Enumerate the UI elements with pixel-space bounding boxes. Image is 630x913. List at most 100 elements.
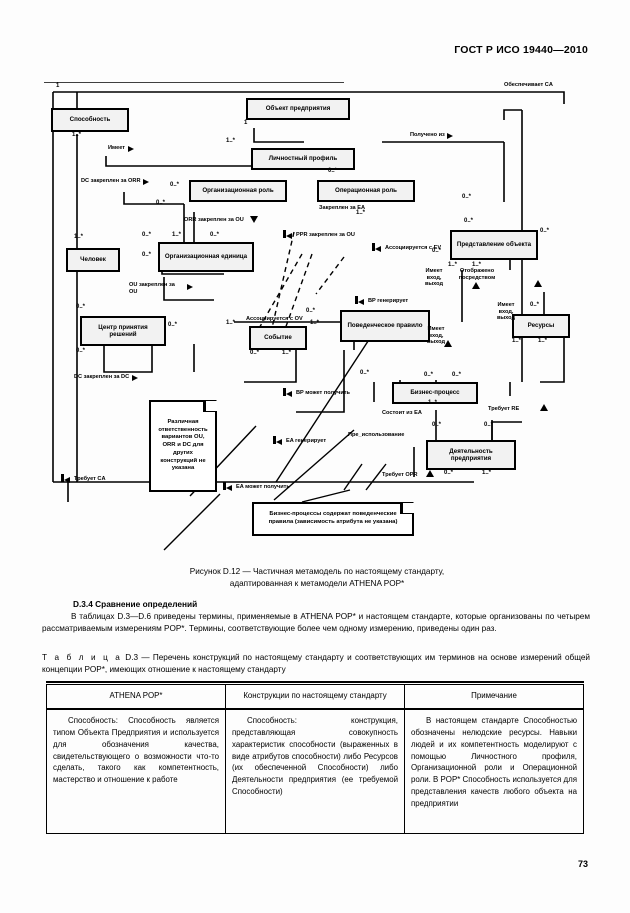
multiplicity-event-right: 1..* xyxy=(310,320,320,326)
diagram-box-behaviour-rule: Поведенческое правило xyxy=(340,310,430,342)
diagram-label-has-io-2: Имеет вход, выход xyxy=(426,326,446,346)
diagram-box-object-view: Представление объекта xyxy=(450,230,538,260)
multiplicity-or-left: 0..* xyxy=(170,182,180,188)
multiplicity-event-bottom-b: 1..* xyxy=(282,350,292,356)
arrow-right-dc-dc xyxy=(132,375,139,381)
diagram-label-displayed-via: Отображено посредством xyxy=(458,268,496,281)
arrow-left-associated-ev xyxy=(375,246,381,252)
diagram-label-bp-may-receive: BP может получить xyxy=(296,390,350,396)
arrow-left-ppr-ou xyxy=(286,233,292,239)
diagram-box-enterprise-activity: Деятельность предприятия xyxy=(426,440,516,470)
multiplicity-ou-b: 1..* xyxy=(172,232,182,238)
bar-marker-bp-generates xyxy=(355,296,358,304)
diagram-label-orr-assigned-ou: ORR закреплен за OU xyxy=(184,217,244,223)
multiplicity-person-top: 1..* xyxy=(74,234,84,240)
arrow-left-bp-generates xyxy=(358,299,364,305)
triangle-marker-resources-a xyxy=(444,340,452,347)
diagram-box-enterprise-object: Объект предприятия xyxy=(246,98,350,120)
bar-marker-requires-ca xyxy=(61,474,64,482)
multiplicity-ov-bottom-b: 1..* xyxy=(472,262,482,268)
table-top-rule xyxy=(46,681,584,683)
multiplicity-ou-a: 0..* xyxy=(142,232,152,238)
section-paragraph: В таблицах D.3—D.6 приведены термины, пр… xyxy=(42,612,590,634)
diagram-label-requires-re: Требует RE xyxy=(488,406,520,412)
multiplicity-res-bottom-a: 1..* xyxy=(512,338,522,344)
diagram-label-has-io-3: Имеет вход, выход xyxy=(496,302,516,322)
diagram-box-capability: Способность xyxy=(51,108,129,132)
multiplicity-ou-c: 0..* xyxy=(210,232,220,238)
multiplicity-ov-left: 0..* xyxy=(432,248,442,254)
triangle-marker-requires-re xyxy=(540,404,548,411)
figure-caption-line1: Рисунок D.12 — Частичная метамодель по н… xyxy=(189,567,445,576)
bar-marker-ppr-ou xyxy=(283,230,286,238)
document-standard-header: ГОСТ Р ИСО 19440—2010 xyxy=(454,44,588,56)
diagram-box-resources: Ресурсы xyxy=(512,314,570,338)
arrow-right-derived-from xyxy=(446,133,453,139)
figure-caption: Рисунок D.12 — Частичная метамодель по н… xyxy=(44,566,590,590)
table-row: Способность: Способность является типом … xyxy=(46,708,584,834)
diagram-label-bp-generates: BP генерирует xyxy=(368,298,409,304)
diagram-label-derived-from: Получено из xyxy=(410,132,453,139)
figure-caption-line2: адаптированная к метамодели ATHENA POP* xyxy=(229,578,405,588)
multiplicity-dc-bottom: 0..* xyxy=(76,348,86,354)
multiplicity-ov-top: 0..* xyxy=(464,218,474,224)
arrow-right-has xyxy=(128,146,135,152)
diagram-box-operational-role: Операционная роль xyxy=(317,180,415,202)
table-caption-label: Т а б л и ц а xyxy=(42,653,122,662)
diagram-note-business-process: Бизнес-процессы содержат поведенческие п… xyxy=(252,502,414,536)
diagram-label-associated-ov: Ассоциируется с OV xyxy=(246,316,303,322)
multiplicity-pp-left: 1..* xyxy=(226,138,236,144)
triangle-marker-object-view-a xyxy=(472,282,480,289)
diagram-label-has: Имеет xyxy=(108,145,135,152)
diagram-label-associated-ev: Ассоциируется с EV xyxy=(385,245,442,251)
multiplicity-capability-bottom: 1..* xyxy=(72,132,82,138)
arrow-left-bp-may-receive xyxy=(286,391,292,397)
multiplicity-ov-bottom-a: 1..* xyxy=(448,262,458,268)
multiplicity-bp-left: 0..* xyxy=(360,370,370,376)
table-header-athena-pop: ATHENA POP* xyxy=(46,684,226,710)
diagram-label-ea-generates: EA генерирует xyxy=(286,438,327,444)
diagram-label-ou-assigned-ou: OU закреплен за OU xyxy=(129,282,175,295)
multiplicity-event-left: 1..* xyxy=(226,320,236,326)
diagram-box-business-process: Бизнес-процесс xyxy=(392,382,478,404)
multiplicity-consists-ea: 1..* xyxy=(428,400,438,406)
multiplicity-capability-top: 1 xyxy=(56,83,60,89)
multiplicity-dc-top: 0..* xyxy=(76,304,86,310)
diagram-label-dc-assigned-dc: DC закреплен за DC xyxy=(74,374,139,381)
section-heading: D.3.4 Сравнение определений xyxy=(73,599,198,609)
note-corner-fold xyxy=(203,401,216,412)
diagram-label-provides-ca: Обеспечивает CA xyxy=(504,82,553,88)
bar-marker-associated-ev xyxy=(372,243,375,251)
multiplicity-eo-right: 1..* xyxy=(356,210,366,216)
multiplicity-or-left2: 0..* xyxy=(156,200,166,206)
multiplicity-ou-d: 0..* xyxy=(142,252,152,258)
arrow-right-dc-orr xyxy=(143,179,150,185)
diagram-box-organisational-role: Организационная роль xyxy=(189,180,287,202)
triangle-marker-requires-opr xyxy=(426,470,434,477)
diagram-label-has-io-1: Имеет вход, выход xyxy=(424,268,444,288)
table-cell-note: В настоящем стандарте Способностью обозн… xyxy=(404,708,584,834)
diagram-box-event: Событие xyxy=(249,326,307,350)
table-caption-number: D.3 xyxy=(125,653,139,662)
table-caption: Т а б л и ц а D.3 — Перечень конструкций… xyxy=(42,652,590,677)
multiplicity-res-top: 0..* xyxy=(530,302,540,308)
table-header-constructs: Конструкции по настоящему стандарту xyxy=(225,684,405,710)
multiplicity-dc-right: 0..* xyxy=(168,322,178,328)
table-caption-text: — Перечень конструкций по настоящему ста… xyxy=(42,653,590,675)
triangle-marker-orr-ou xyxy=(250,216,258,223)
bar-marker-ea-may-receive xyxy=(223,482,226,490)
table-header-note: Примечание xyxy=(404,684,584,710)
figure-d12-diagram: Способность Объект предприятия Личностны… xyxy=(44,82,590,552)
arrow-left-ea-may-receive xyxy=(226,485,232,491)
table-header-row: ATHENA POP* Конструкции по настоящему ст… xyxy=(46,684,584,710)
comparison-table: ATHENA POP* Конструкции по настоящему ст… xyxy=(46,684,584,834)
multiplicity-pp-bottom: 0..* xyxy=(328,168,338,174)
multiplicity-event-top: 0..* xyxy=(306,308,316,314)
diagram-box-person: Человек xyxy=(66,248,120,272)
table-cell-athena-pop: Способность: Способность является типом … xyxy=(46,708,226,834)
arrow-left-requires-ca xyxy=(64,477,70,483)
diagram-label-ppr-assigned-ou: PPR закреплен за OU xyxy=(296,232,355,238)
triangle-marker-object-view-b xyxy=(534,280,542,287)
arrow-right-ou-ou xyxy=(187,284,193,290)
